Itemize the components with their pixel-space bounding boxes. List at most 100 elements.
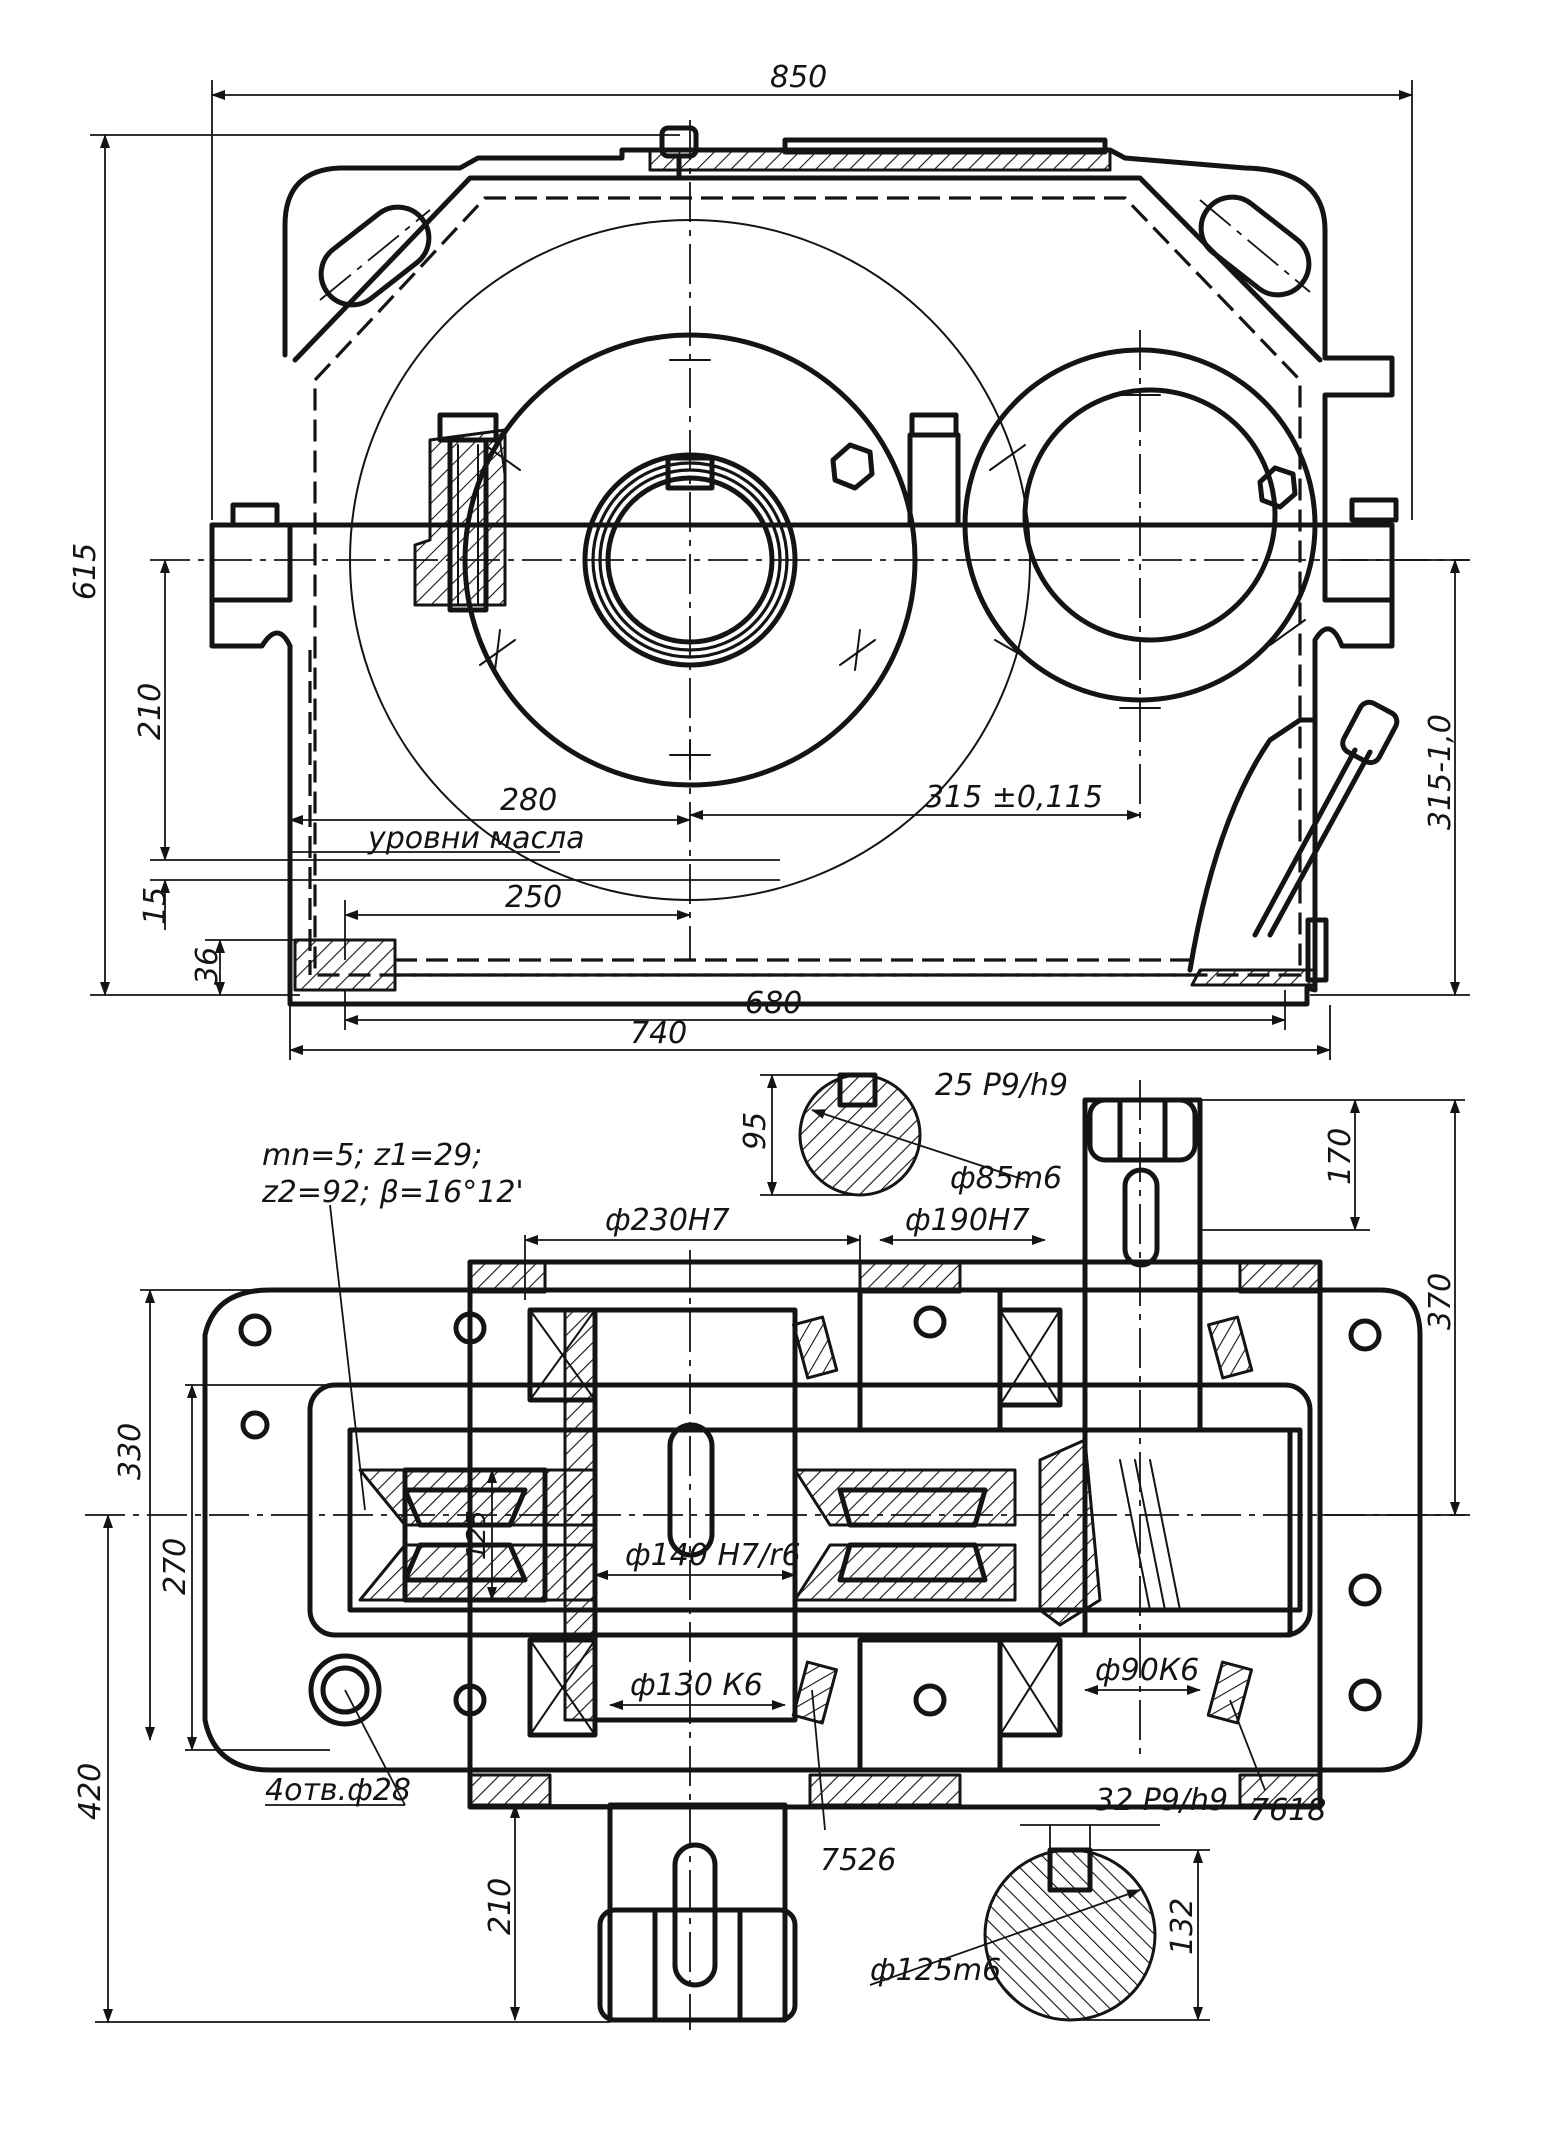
housing-cavity-inner	[347, 1427, 1303, 1613]
taper-bearing-3	[1207, 1315, 1254, 1380]
dim-270: 270	[158, 1384, 330, 1751]
taper-bearing-4	[1206, 1660, 1253, 1725]
bearing-7618-label: 7618	[1250, 1793, 1326, 1828]
inspection-plate	[782, 137, 1108, 155]
dim-label-15: 15	[138, 887, 173, 925]
bearing-output-bottom	[527, 1637, 598, 1738]
oil-level-label: уровни масла	[367, 821, 585, 856]
dim-label-270: 270	[158, 1538, 193, 1595]
dim-label-420: 420	[73, 1763, 108, 1820]
dim-label-90: ф90К6	[1095, 1653, 1199, 1688]
pinion-inner	[1022, 387, 1278, 643]
mid-gear-rim-top	[793, 1468, 1017, 1527]
mid-gear-rim-bottom	[793, 1543, 1017, 1602]
oil-level: уровни масла	[290, 821, 585, 856]
dim-280: 280	[289, 783, 691, 825]
dim-90: ф90К6	[1084, 1653, 1201, 1695]
output-shaft-end	[597, 1907, 798, 2023]
output-keyway	[667, 1422, 715, 1558]
dipstick-housing	[1187, 717, 1318, 973]
dim-850: 850	[211, 60, 1413, 520]
front-view: 850 615 210 15 36 280 315 ±	[68, 60, 1470, 1060]
output-key-label: 32 P9/h9	[1095, 1783, 1228, 1818]
dim-label-330: 330	[113, 1423, 148, 1480]
bearing-7526-callout: 7526	[811, 1689, 896, 1878]
large-gear-web	[402, 1467, 548, 1603]
dim-label-315: 315 ±0,115	[925, 780, 1103, 815]
dim-315: 315 ±0,115	[689, 780, 1141, 820]
housing-outline	[209, 147, 1395, 1007]
output-diameter-label: ф125m6	[870, 1953, 1001, 1988]
lifting-lug-left	[318, 204, 432, 308]
dim-label-615: 615	[68, 543, 103, 600]
dim-label-210-front: 210	[133, 683, 168, 740]
input-diameter-label: ф85m6	[950, 1161, 1062, 1196]
input-key	[837, 1072, 878, 1108]
dim-680: 680	[344, 986, 1286, 1030]
mid-bearing-housing	[857, 1287, 1003, 1433]
dim-230: ф230H7	[524, 1203, 861, 1300]
housing-inner-wall	[313, 196, 1302, 977]
input-shaft-end	[1087, 1097, 1198, 1163]
output-depth-label: 132	[1165, 1898, 1200, 1955]
housing-lid	[292, 175, 1323, 363]
gear-params: mn=5; z1=29; z2=92; β=16°12'	[261, 1138, 524, 1511]
boss-bolt-head	[437, 412, 499, 443]
lifting-lug-right	[1198, 194, 1312, 298]
dim-130: ф130 К6	[609, 1668, 786, 1710]
taper-bearing-2	[791, 1660, 838, 1725]
dim-15: 15	[138, 859, 780, 930]
dipstick	[1252, 699, 1400, 938]
bearing-mid-top	[997, 1307, 1063, 1408]
dim-label-130: ф130 К6	[630, 1668, 763, 1703]
housing-cavity	[307, 1382, 1313, 1638]
housing-flange-right	[1322, 522, 1395, 603]
housing-flange-left	[209, 522, 293, 603]
dim-label-190: ф190H7	[905, 1203, 1030, 1238]
dim-250: 250	[344, 880, 691, 960]
pinion-shaft-section	[1038, 1438, 1102, 1627]
input-depth-label: 95	[738, 1112, 773, 1150]
dim-label-36: 36	[190, 947, 225, 985]
dim-label-315-right: 315-1,0	[1423, 714, 1458, 830]
gear-params-line1: mn=5; z1=29;	[262, 1138, 482, 1173]
dim-315-right: 315-1,0	[1310, 559, 1470, 996]
dim-125: 125	[462, 1469, 497, 1601]
dim-420: 420	[73, 1514, 610, 2023]
mid-bearing-housing-bottom	[857, 1637, 1003, 1773]
wall-top-right	[1238, 1260, 1322, 1294]
dim-label-250: 250	[505, 880, 562, 915]
bearing-output-top	[527, 1307, 598, 1403]
output-key	[1047, 1847, 1093, 1893]
dim-label-230: ф230H7	[605, 1203, 730, 1238]
dim-label-280: 280	[500, 783, 557, 818]
wall-bottom-left	[468, 1773, 552, 1807]
dim-label-170: 170	[1323, 1128, 1358, 1185]
wall-bottom-mid	[808, 1773, 962, 1807]
dim-170: 170	[1200, 1099, 1370, 1231]
input-shaft-section	[798, 1073, 922, 1197]
holes-label: 4отв.ф28	[265, 1773, 411, 1808]
bearing-7526-label: 7526	[820, 1843, 896, 1878]
breather-plug	[659, 125, 699, 181]
dim-140: ф140 H7/r6	[594, 1538, 801, 1580]
dim-label-210-top: 210	[483, 1878, 518, 1935]
drain-plug-section	[293, 938, 397, 992]
gear-params-line2: z2=92; β=16°12'	[261, 1175, 524, 1210]
dim-210-top: 210	[483, 1804, 610, 2021]
bearing-7618-callout: 7618	[1229, 1699, 1326, 1828]
flange-bolt-2	[909, 412, 959, 438]
dim-label-125: 125	[462, 1510, 492, 1560]
dim-label-740: 740	[630, 1016, 687, 1051]
dim-label-850: 850	[770, 60, 827, 95]
mount-holes	[238, 1305, 1382, 1727]
dim-label-680: 680	[745, 986, 802, 1021]
dim-190: ф190H7	[879, 1203, 1046, 1245]
section-input-shaft: 95 25 P9/h9 ф85m6	[738, 1068, 1068, 1197]
section-output-shaft: 32 P9/h9 132 ф125m6	[869, 1783, 1228, 2022]
dim-36: 36	[190, 939, 300, 996]
wall-top-left	[468, 1260, 547, 1294]
output-shaft-keyway	[672, 1842, 718, 1988]
dim-label-140: ф140 H7/r6	[625, 1538, 801, 1573]
